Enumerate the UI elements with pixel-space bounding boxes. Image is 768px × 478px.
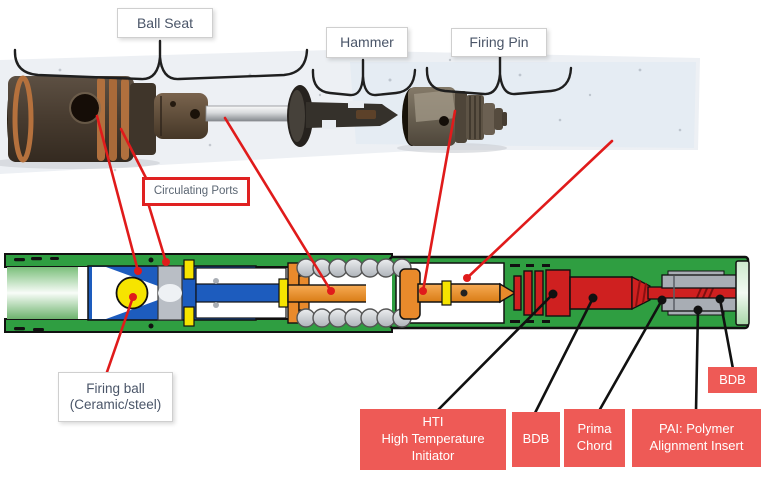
hammer-label-text: Hammer bbox=[340, 34, 394, 51]
firing-ball-label-line2: (Ceramic/steel) bbox=[69, 397, 162, 412]
seal-top bbox=[183, 259, 195, 280]
bdb-label-text: BDB bbox=[522, 431, 550, 447]
brace-hammer bbox=[311, 58, 417, 97]
pai-label-line1: PAI: Polymer bbox=[659, 421, 734, 437]
hti-label-line1: HTI bbox=[422, 414, 444, 430]
red-leader-dots bbox=[129, 258, 471, 301]
firing-ball-label: Firing ball (Ceramic/steel) bbox=[58, 372, 173, 422]
seal-ring bbox=[278, 278, 289, 308]
ball-seat-label-text: Ball Seat bbox=[136, 14, 194, 31]
ball-seat-label: Ball Seat bbox=[117, 8, 213, 38]
schematic-cross-section bbox=[4, 253, 750, 333]
photo-firing-pin bbox=[287, 85, 398, 147]
bdb-small-label-text: BDB bbox=[719, 371, 746, 387]
prima-chord-label: Prima Chord bbox=[564, 409, 625, 467]
pai-label: PAI: Polymer Alignment Insert bbox=[632, 409, 761, 467]
pai-label-line2: Alignment Insert bbox=[649, 438, 744, 453]
brace-ball-seat bbox=[13, 39, 309, 81]
gun-bore bbox=[7, 267, 78, 319]
firing-pin-label: Firing Pin bbox=[451, 28, 547, 57]
black-leader-dots bbox=[548, 289, 725, 315]
piston-rod bbox=[195, 283, 283, 303]
brace-firing-pin bbox=[425, 55, 573, 96]
red-leader-lines bbox=[95, 109, 614, 374]
firing-pin-label-text: Firing Pin bbox=[469, 34, 529, 51]
seal-bottom bbox=[183, 306, 195, 327]
end-cap bbox=[735, 260, 750, 326]
circulating-ports-label-text: Circulating Ports bbox=[153, 184, 239, 197]
hti-label: HTI High Temperature Initiator bbox=[360, 409, 506, 470]
firing-ball-label-line1: Firing ball bbox=[86, 380, 145, 396]
photo-top-sub-assembly bbox=[402, 87, 507, 146]
hti-label-line3: Initiator bbox=[411, 447, 455, 463]
firing-pin-tip bbox=[499, 282, 517, 304]
prima-chord-label-line2: Chord bbox=[576, 438, 613, 453]
firing-pin-shaft bbox=[417, 283, 501, 303]
firing-pin-flange bbox=[399, 268, 421, 320]
firing-ball bbox=[115, 276, 149, 310]
hti-label-line2: High Temperature bbox=[381, 431, 485, 447]
bdb-label: BDB bbox=[512, 412, 560, 467]
prima-chord-label-line1: Prima bbox=[577, 421, 612, 437]
black-leader-lines bbox=[435, 292, 735, 415]
hammer-label: Hammer bbox=[326, 27, 408, 58]
circulating-ports-label: Circulating Ports bbox=[142, 177, 250, 206]
bdb-charge bbox=[569, 276, 633, 310]
bdb-small-label: BDB bbox=[708, 367, 757, 393]
